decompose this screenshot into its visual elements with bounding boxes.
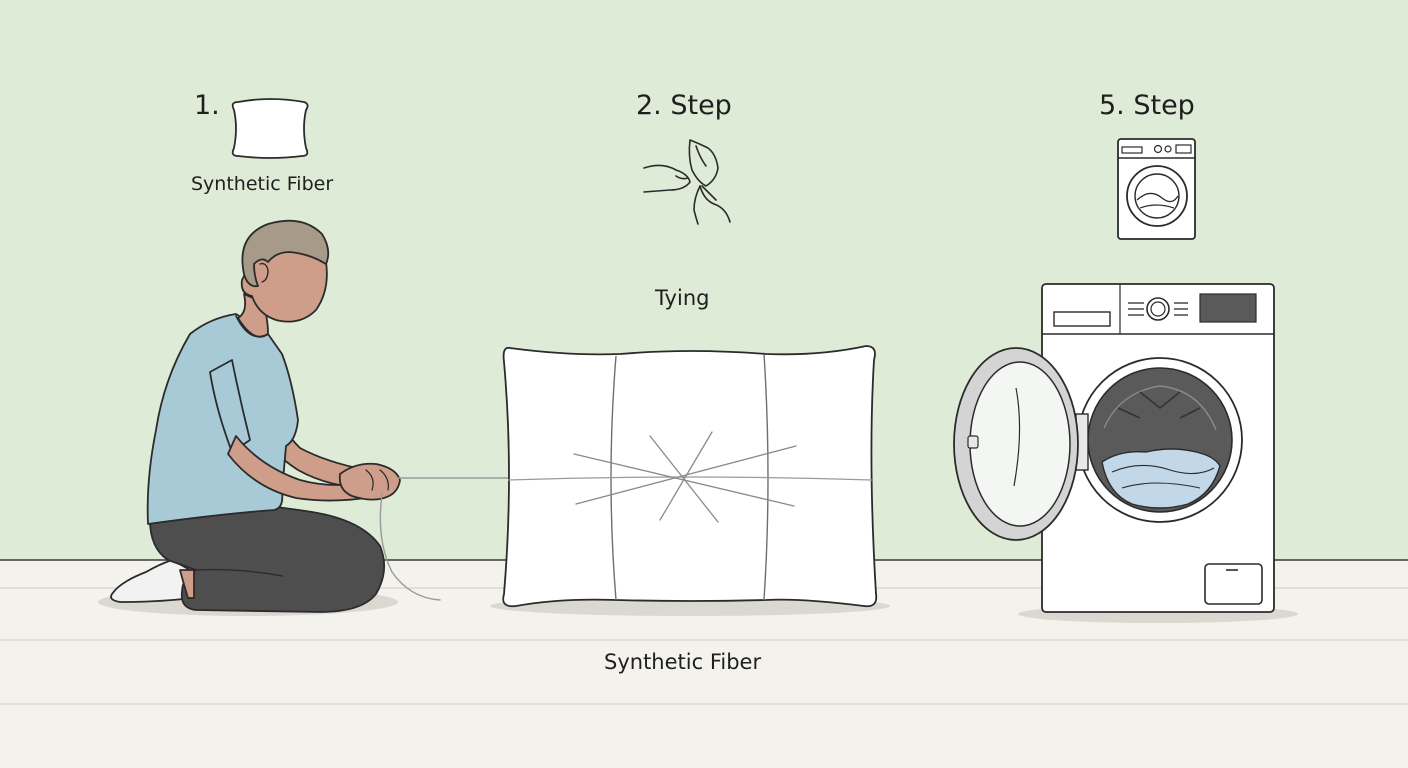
tied-string-star [573, 431, 797, 523]
washing-machine [953, 283, 1275, 613]
person-hair [241, 219, 330, 288]
pillow-shadow [490, 596, 890, 616]
kneeling-person [110, 219, 401, 613]
washing-machine-icon [1117, 138, 1196, 240]
step1-number-label: 1. [194, 90, 220, 121]
step1-caption: Synthetic Fiber [191, 173, 334, 195]
door-glass [969, 361, 1071, 527]
display-panel [1199, 293, 1257, 323]
pillow-seam [507, 476, 873, 481]
step2-title: 2. Step [636, 90, 732, 121]
large-pillow [502, 345, 878, 608]
person-hands [338, 462, 401, 501]
door-handle [967, 435, 979, 449]
step3-title: 5. Step [1099, 90, 1195, 121]
footer-caption: Synthetic Fiber [604, 650, 762, 674]
step2-caption: Tying [655, 286, 710, 310]
filter-panel [1204, 563, 1263, 605]
detergent-drawer [1053, 311, 1111, 327]
tying-hands-icon [643, 139, 731, 225]
control-dial [1146, 297, 1170, 321]
laundry-in-drum [1101, 448, 1221, 509]
pillow-icon [231, 98, 309, 159]
